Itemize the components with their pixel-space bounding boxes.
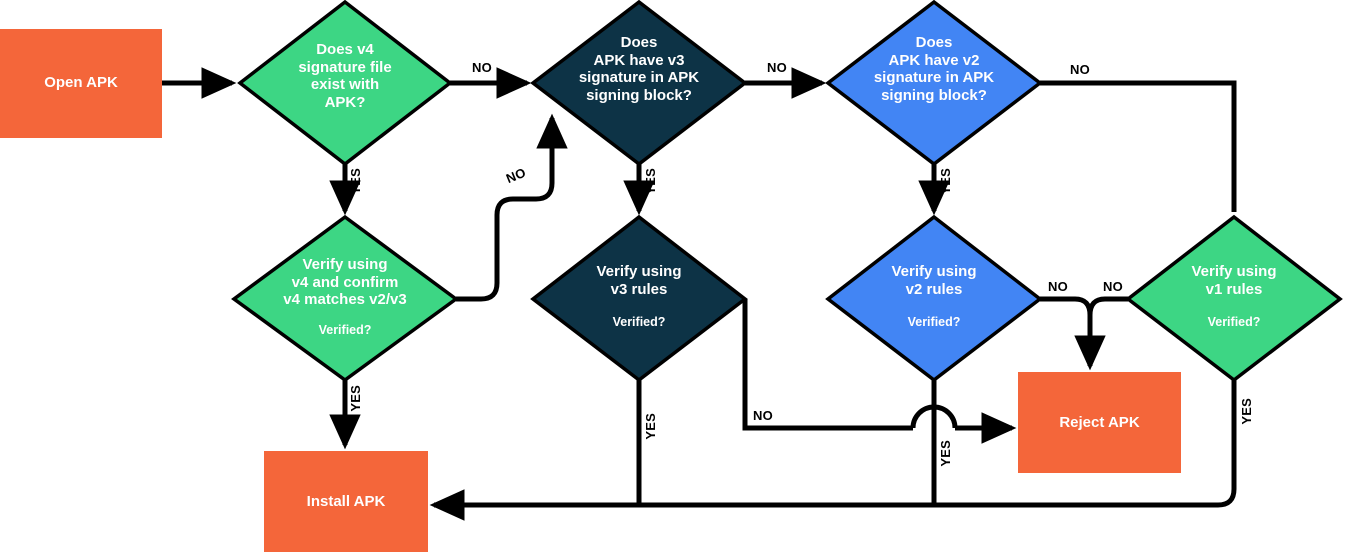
node-verify-v4[interactable]: [231, 214, 459, 383]
node-q-v3-block[interactable]: [530, 0, 748, 167]
edge-verifyv4-no-to-qv3: [456, 113, 568, 302]
node-q-v4-file[interactable]: [237, 0, 453, 167]
node-q-v2-block[interactable]: [825, 0, 1043, 167]
node-verify-v3[interactable]: [530, 214, 748, 383]
node-open-apk[interactable]: [0, 29, 162, 138]
edge-verifyv1-no-to-reject: [1087, 296, 1128, 316]
edge-qv2-no-to-verifyv1: [1040, 80, 1237, 212]
edge-verifyv1-yes-to-install: [429, 380, 1237, 521]
node-install-apk[interactable]: [264, 451, 428, 552]
edge-verifyv2-no-to-reject: [1040, 296, 1106, 371]
node-verify-v2[interactable]: [825, 214, 1043, 383]
node-reject-apk[interactable]: [1018, 372, 1181, 473]
edge-verifyv3-no-to-reject: [742, 299, 913, 431]
node-verify-v1[interactable]: [1125, 214, 1343, 383]
